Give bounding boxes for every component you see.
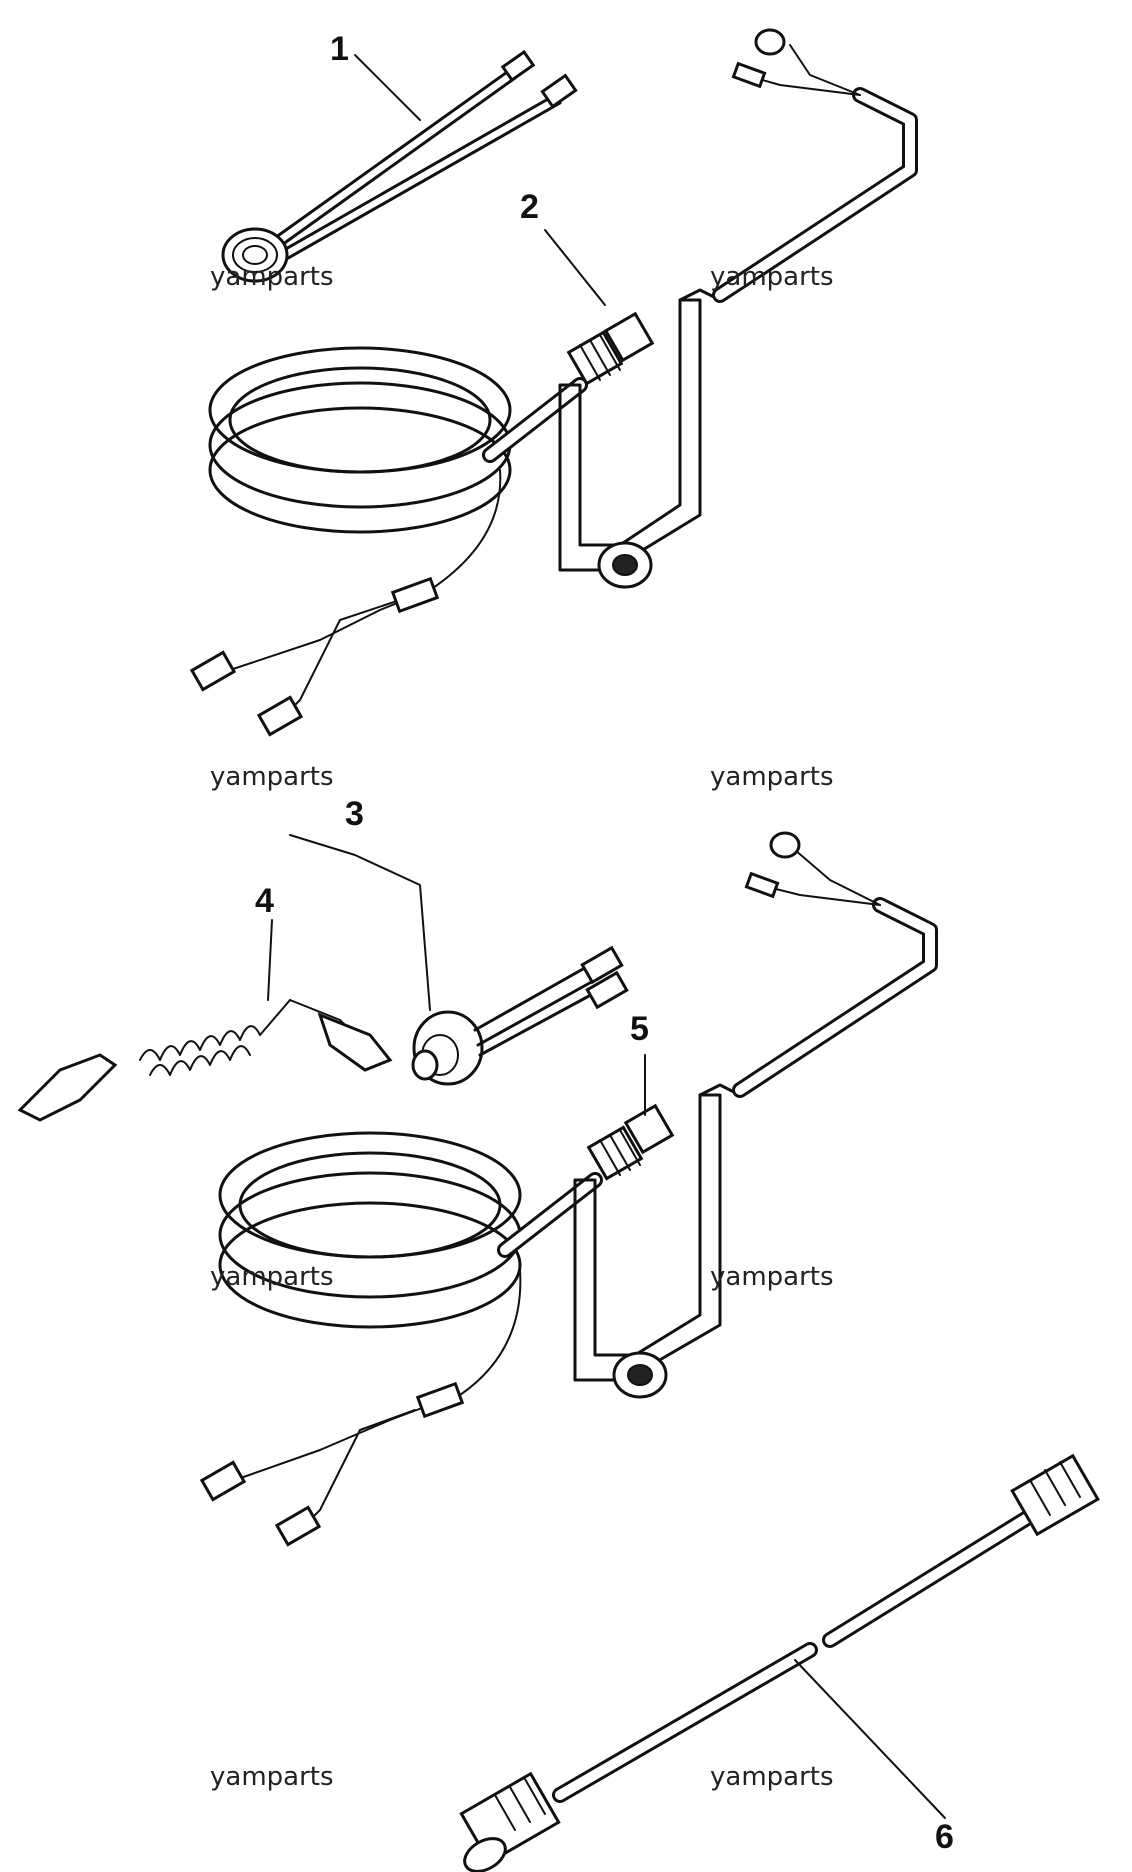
leader-3	[289, 834, 431, 1011]
part-2-main-cable	[189, 28, 918, 737]
watermark: yamparts	[210, 1262, 334, 1292]
part-3-switch-assembly	[411, 945, 629, 1086]
leader-lines	[267, 54, 946, 1819]
watermark: yamparts	[710, 762, 834, 792]
part-6-extension-cable	[459, 1453, 1100, 1872]
part-5-main-cable	[199, 831, 938, 1547]
watermark: yamparts	[210, 1762, 334, 1792]
part-1-harness	[221, 49, 578, 283]
callout-6: 6	[935, 1818, 954, 1856]
part-4-lanyard	[17, 999, 393, 1122]
leader-2	[544, 229, 606, 306]
callout-1: 1	[330, 30, 349, 68]
watermark: yamparts	[710, 1262, 834, 1292]
callout-4: 4	[255, 882, 274, 920]
callout-3: 3	[345, 795, 364, 833]
callout-5: 5	[630, 1010, 649, 1048]
watermark: yamparts	[210, 262, 334, 292]
watermark: yamparts	[210, 762, 334, 792]
watermark: yamparts	[710, 262, 834, 292]
leader-4	[267, 919, 273, 1001]
leader-1	[354, 54, 421, 121]
callout-2: 2	[520, 188, 539, 226]
leader-6	[794, 1659, 946, 1819]
watermark: yamparts	[710, 1762, 834, 1792]
